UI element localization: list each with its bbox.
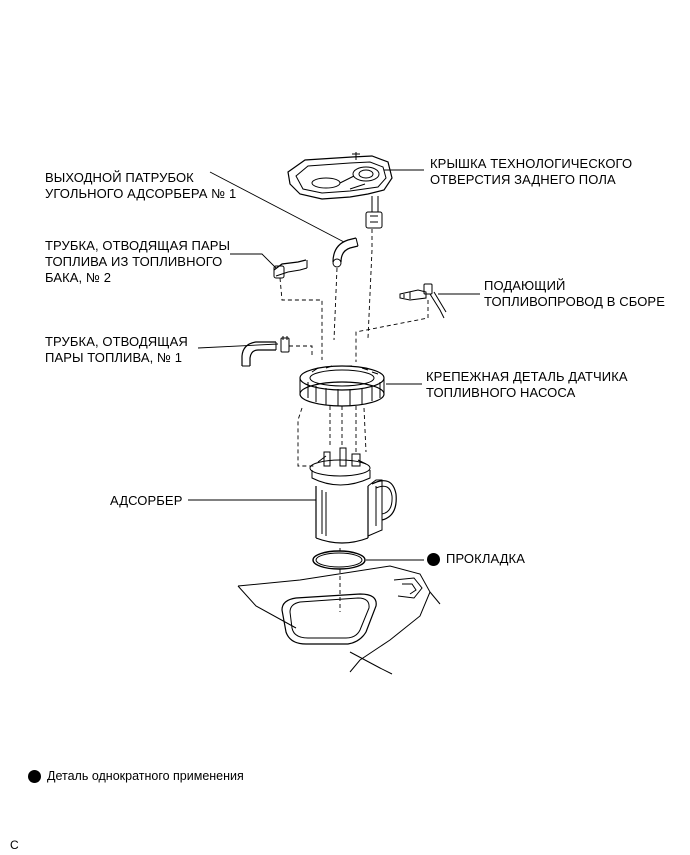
rear-floor-panel	[237, 565, 441, 675]
legend-non-reusable-icon	[28, 770, 41, 783]
canister-outlet-hose-part	[332, 237, 359, 268]
leader-lines	[188, 169, 480, 561]
canister-outlet-label: ВЫХОДНОЙ ПАТРУБОК УГОЛЬНОГО АДСОРБЕРА № …	[45, 170, 237, 201]
vapor-tube-2-label: ТРУБКА, ОТВОДЯЩАЯ ПАРЫ ТОПЛИВА ИЗ ТОПЛИВ…	[45, 238, 231, 285]
vapor-tube-1-label: ТРУБКА, ОТВОДЯЩАЯ ПАРЫ ТОПЛИВА, № 1	[45, 334, 188, 365]
service-hole-cover-part	[287, 152, 393, 229]
service-hole-cover-label: КРЫШКА ТЕХНОЛОГИЧЕСКОГО ОТВЕРСТИЯ ЗАДНЕГ…	[430, 156, 633, 187]
fuel-main-tube-part	[399, 283, 447, 319]
canister-label: АДСОРБЕР	[110, 493, 183, 508]
non-reusable-icon	[427, 553, 440, 566]
corner-code: C	[10, 838, 19, 852]
retainer-label: КРЕПЕЖНАЯ ДЕТАЛЬ ДАТЧИКА ТОПЛИВНОГО НАСО…	[426, 369, 628, 400]
gasket-part	[312, 550, 366, 570]
vapor-tube-2-part	[273, 259, 308, 279]
fuel-main-tube-label: ПОДАЮЩИЙ ТОПЛИВОПРОВОД В СБОРЕ	[484, 278, 665, 309]
retainer-ring-part	[299, 365, 385, 407]
canister-part	[309, 447, 397, 544]
legend-text: Деталь однократного применения	[47, 769, 244, 783]
gasket-label: ПРОКЛАДКА	[446, 551, 525, 566]
vapor-tube-1-part	[241, 336, 290, 367]
assembly-lines	[279, 229, 429, 612]
